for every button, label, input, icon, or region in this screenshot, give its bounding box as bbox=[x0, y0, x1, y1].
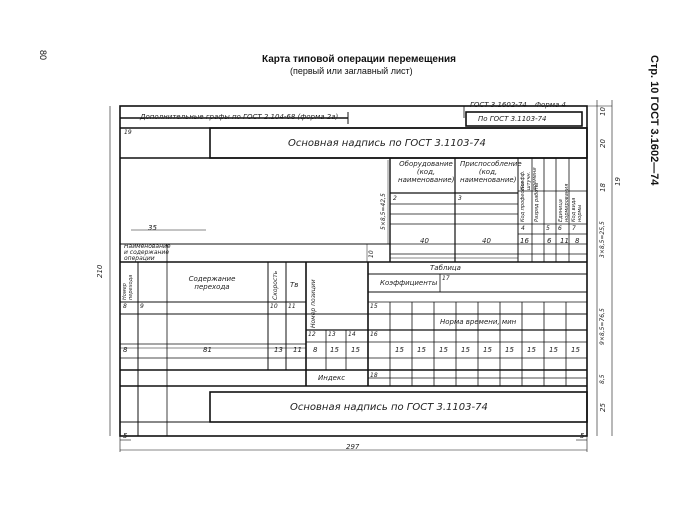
dim-35: 35 bbox=[148, 224, 157, 232]
time-norm-label: Норма времени, мин bbox=[440, 318, 517, 326]
dim-8-pos: 8 bbox=[313, 346, 318, 354]
dim-81: 81 bbox=[203, 346, 212, 354]
dim-8-5: 8,5 bbox=[599, 374, 606, 384]
dim-15-k: 15 bbox=[571, 346, 580, 354]
dim-8: 8 bbox=[575, 237, 580, 245]
dim-11: 11 bbox=[560, 237, 569, 245]
position-no-header: Номер позиции bbox=[310, 279, 317, 328]
form-title: Карта типовой операции перемещения bbox=[262, 54, 456, 65]
dim-10-vertical: 10 bbox=[368, 250, 375, 258]
dim-13: 13 bbox=[274, 346, 283, 354]
cell-9: 9 bbox=[140, 303, 144, 310]
dim-15-h: 15 bbox=[505, 346, 514, 354]
dim-9x85: 9×8,5=76,5 bbox=[599, 308, 606, 345]
dim-15-i: 15 bbox=[527, 346, 536, 354]
cell-5: 5 bbox=[546, 225, 550, 232]
form-number: Форма 4 bbox=[535, 101, 567, 109]
op-name-label: Наименование и содержание операции bbox=[124, 243, 171, 262]
dim-15-b: 15 bbox=[351, 346, 360, 354]
cell-7: 7 bbox=[572, 225, 576, 232]
work-category-header: Разряд работы bbox=[534, 182, 540, 222]
extra-columns-label: Дополнительные графы по ГОСТ 2.104-68 (ф… bbox=[140, 113, 339, 121]
cell-12: 12 bbox=[308, 331, 316, 338]
dim-6: 6 bbox=[547, 237, 552, 245]
dim-25: 25 bbox=[599, 403, 607, 412]
dim-20a: 20 bbox=[599, 139, 607, 148]
dim-5x85: 5×8,5=42,5 bbox=[380, 193, 387, 230]
transition-content-header: Содержание перехода bbox=[188, 275, 236, 291]
dim-210: 210 bbox=[96, 264, 104, 278]
dim-10: 10 bbox=[599, 107, 607, 116]
dim-15-g: 15 bbox=[483, 346, 492, 354]
dim-15-e: 15 bbox=[439, 346, 448, 354]
dim-8-row: 8 bbox=[123, 346, 128, 354]
cell-19: 19 bbox=[124, 129, 132, 136]
dim-5-right: 5 bbox=[580, 432, 585, 440]
cell-4: 4 bbox=[521, 225, 525, 232]
cell-10: 10 bbox=[270, 303, 278, 310]
cell-14: 14 bbox=[348, 331, 356, 338]
cell-3: 3 bbox=[458, 195, 462, 202]
cell-6: 6 bbox=[558, 225, 562, 232]
transition-no-header: Номер перехода bbox=[122, 274, 134, 300]
table-label: Таблица bbox=[430, 264, 461, 272]
equipment-header: Оборудование (код, наименование) bbox=[398, 160, 455, 184]
coefficients-label: Коэффициенты bbox=[380, 279, 438, 287]
rate-code-header: Код вида нормы bbox=[571, 197, 583, 222]
t-symbol-header: Тв bbox=[290, 281, 299, 289]
speed-header: Скорость bbox=[272, 270, 279, 300]
ref-1103-label: По ГОСТ 3.1103-74 bbox=[478, 115, 547, 123]
main-inscription-bottom: Основная надпись по ГОСТ 3.1103-74 bbox=[290, 402, 488, 413]
dim-5-left: 5 bbox=[123, 432, 128, 440]
dim-15-a: 15 bbox=[330, 346, 339, 354]
cell-13: 13 bbox=[328, 331, 336, 338]
index-label: Индекс bbox=[318, 374, 346, 382]
cell-15: 15 bbox=[370, 303, 378, 310]
cell-8: 8 bbox=[123, 303, 127, 310]
dim-297: 297 bbox=[346, 443, 360, 451]
prof-code-header: Код профессии bbox=[520, 181, 526, 222]
dim-15-j: 15 bbox=[549, 346, 558, 354]
standard-ref: ГОСТ 3.1602-74 bbox=[470, 101, 527, 109]
cell-11: 11 bbox=[288, 303, 296, 310]
form-subtitle: (первый или заглавный лист) bbox=[290, 66, 413, 76]
dim-15-f: 15 bbox=[461, 346, 470, 354]
cell-18: 18 bbox=[370, 372, 378, 379]
dim-19: 19 bbox=[614, 177, 622, 186]
dim-15-c: 15 bbox=[395, 346, 404, 354]
dim-40a: 40 bbox=[420, 237, 429, 245]
dim-40b: 40 bbox=[482, 237, 491, 245]
cell-2: 2 bbox=[393, 195, 397, 202]
dim-18: 18 bbox=[599, 183, 607, 192]
dim-3x85: 3×8,5=25,5 bbox=[599, 221, 606, 258]
dim-11-row: 11 bbox=[293, 346, 302, 354]
cell-16: 16 bbox=[370, 331, 378, 338]
cell-17: 17 bbox=[442, 275, 450, 282]
rate-unit-header: Единица нормирования bbox=[558, 183, 570, 222]
main-inscription-top: Основная надпись по ГОСТ 3.1103-74 bbox=[288, 138, 486, 149]
fixture-header: Приспособление (код, наименование) bbox=[460, 160, 522, 184]
dim-16: 16 bbox=[520, 237, 529, 245]
dim-15-d: 15 bbox=[417, 346, 426, 354]
